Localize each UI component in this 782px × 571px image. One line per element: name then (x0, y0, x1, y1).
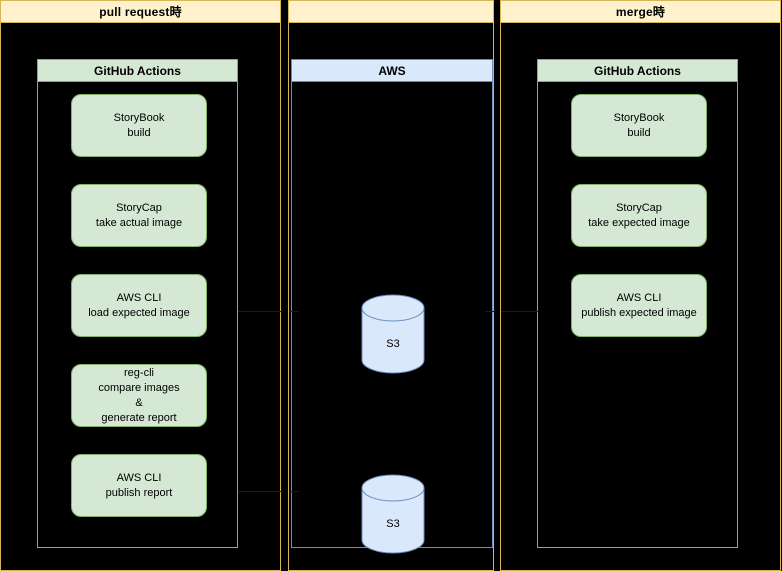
pool-merge-title: merge時 (501, 1, 780, 23)
pool-aws-title (289, 1, 493, 23)
task-awscli-load-expected[interactable]: AWS CLI load expected image (71, 274, 207, 337)
group-aws-title: AWS (292, 60, 492, 82)
store-s3-report[interactable]: S3 (361, 474, 425, 554)
task-regcli-compare[interactable]: reg-cli compare images & generate report (71, 364, 207, 427)
connector-publish-report-to-s3 (238, 491, 282, 492)
task-storycap-actual[interactable]: StoryCap take actual image (71, 184, 207, 247)
group-github-actions-left-title: GitHub Actions (38, 60, 237, 82)
store-s3-expected-label: S3 (386, 338, 400, 350)
connector-in-right-upper (485, 311, 495, 312)
task-storycap-expected[interactable]: StoryCap take expected image (571, 184, 707, 247)
group-github-actions-right-title: GitHub Actions (538, 60, 737, 82)
store-s3-expected[interactable]: S3 (361, 294, 425, 374)
connector-load-expected-to-s3 (238, 311, 282, 312)
pool-aws: AWS S3 S3 (288, 0, 495, 571)
task-storybook-build-left[interactable]: StoryBook build (71, 94, 207, 157)
group-github-actions-right: GitHub Actions StoryBook build StoryCap … (537, 59, 738, 548)
connector-in-left-lower (289, 491, 299, 492)
task-storybook-build-right[interactable]: StoryBook build (571, 94, 707, 157)
pool-pull-request-body: GitHub Actions StoryBook build StoryCap … (1, 23, 282, 570)
database-cylinder-icon (361, 474, 425, 554)
pool-merge: merge時 GitHub Actions StoryBook build St… (500, 0, 781, 571)
task-awscli-publish-expected[interactable]: AWS CLI publish expected image (571, 274, 707, 337)
pool-pull-request: pull request時 GitHub Actions StoryBook b… (0, 0, 282, 571)
group-aws: AWS S3 S3 (291, 59, 493, 554)
connector-in-left-upper (289, 311, 299, 312)
pool-merge-body: GitHub Actions StoryBook build StoryCap … (501, 23, 780, 570)
database-cylinder-icon (361, 294, 425, 374)
pool-aws-body: AWS S3 S3 (289, 23, 495, 570)
connector-publish-expected-to-s3 (501, 311, 538, 312)
store-s3-report-label: S3 (386, 518, 400, 530)
pool-pull-request-title: pull request時 (1, 1, 280, 23)
group-github-actions-left: GitHub Actions StoryBook build StoryCap … (37, 59, 238, 548)
task-awscli-publish-report[interactable]: AWS CLI publish report (71, 454, 207, 517)
